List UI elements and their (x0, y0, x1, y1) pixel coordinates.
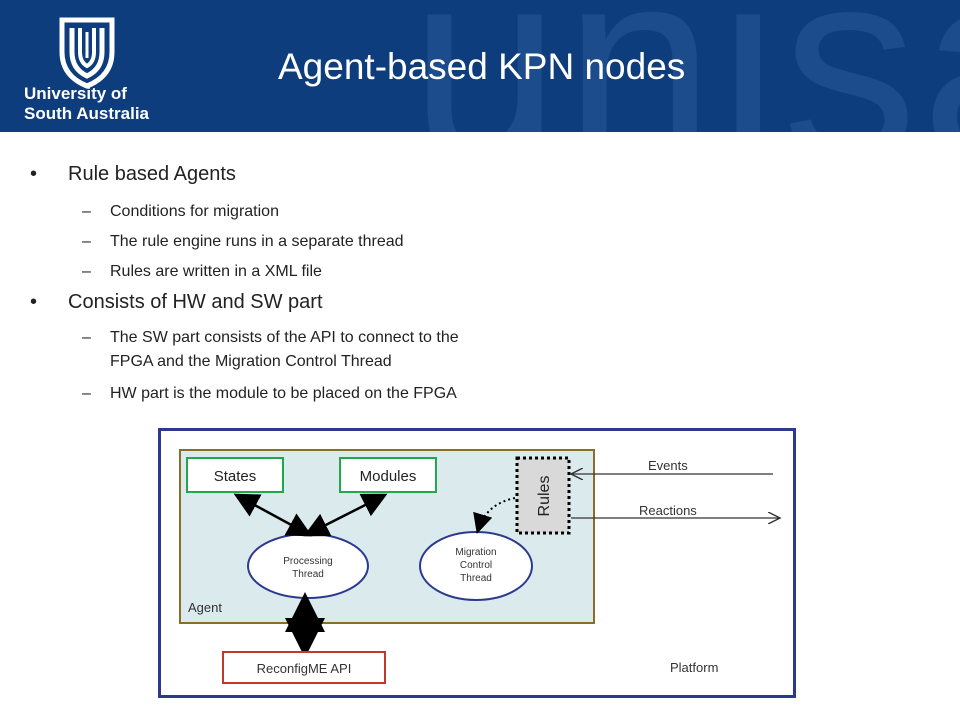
header-banner: unisa University of South Australia Agen… (0, 0, 960, 132)
university-shield-logo-icon (59, 17, 115, 89)
agent-label: Agent (188, 600, 222, 615)
sub-bullet-text: HW part is the module to be placed on th… (110, 385, 457, 402)
reactions-label: Reactions (639, 503, 697, 518)
bullet-text: Consists of HW and SW part (68, 291, 323, 313)
unisa-watermark: unisa (410, 0, 960, 132)
agent-architecture-diagram: States Modules Rules Processing Thread M… (158, 428, 796, 698)
platform-label: Platform (670, 660, 718, 675)
bullet-text: Rule based Agents (68, 163, 236, 185)
events-label: Events (648, 458, 688, 473)
states-label: States (214, 468, 257, 485)
states-arrow (233, 493, 313, 537)
modules-label: Modules (360, 468, 417, 485)
reconfigme-api-box (222, 651, 386, 684)
slide-title: Agent-based KPN nodes (278, 46, 686, 87)
sub-bullet-text: The rule engine runs in a separate threa… (110, 233, 404, 250)
migration-label-line2: Control (460, 560, 492, 571)
migration-label-line3: Thread (460, 573, 492, 584)
processing-thread-label-line2: Thread (292, 569, 324, 580)
university-name-line1: University of (24, 84, 127, 103)
bullet-dot: • (30, 163, 38, 185)
sub-bullet-text: Conditions for migration (110, 203, 279, 220)
rules-box (515, 456, 571, 535)
modules-arrow (303, 493, 388, 537)
bullet-dot: • (30, 291, 38, 313)
sub-bullet-text: FPGA and the Migration Control Thread (110, 353, 392, 370)
rules-label: Rules (536, 476, 553, 517)
rules-to-migration-arrow (473, 497, 516, 534)
processing-thread-label-line1: Processing (283, 556, 332, 567)
university-name-line2: South Australia (24, 104, 149, 123)
sub-bullet-text: Rules are written in a XML file (110, 263, 322, 280)
migration-label-line1: Migration (455, 547, 496, 558)
modules-box (339, 457, 437, 493)
states-box (186, 457, 284, 493)
reconfigme-api-label: ReconfigME API (257, 661, 352, 676)
sub-bullet-text: The SW part consists of the API to conne… (110, 329, 459, 346)
